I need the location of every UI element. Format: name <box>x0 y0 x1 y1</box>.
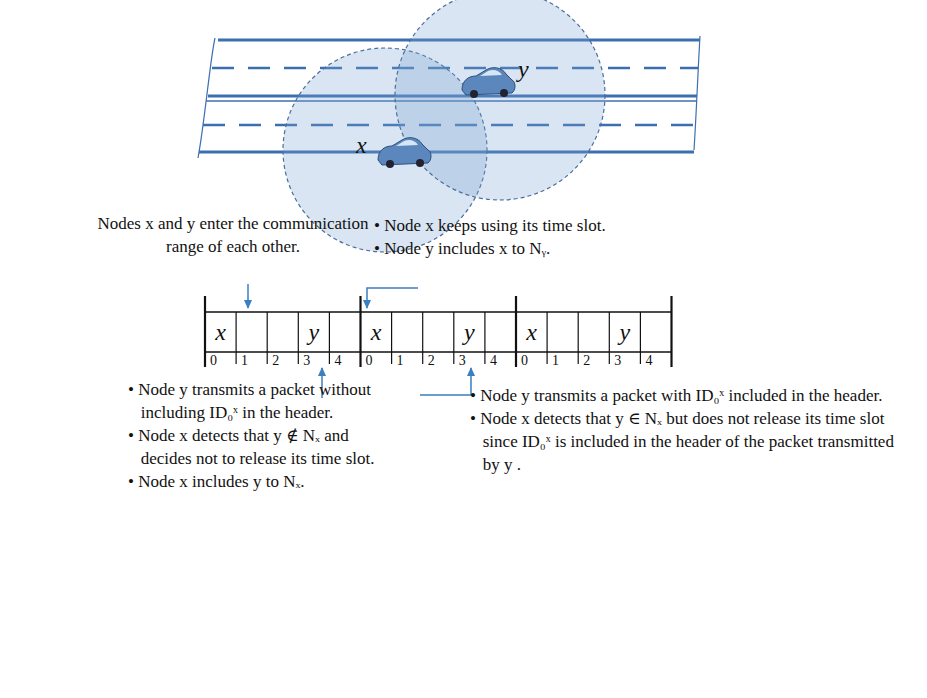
node-id: y <box>464 319 475 345</box>
node-id: x <box>215 319 226 345</box>
slot-number: 2 <box>428 353 435 369</box>
car-y <box>462 68 515 98</box>
annotation-note: Nodes x and y enter the communication ra… <box>92 212 374 258</box>
slot-number: 1 <box>241 353 248 369</box>
annotation-note: • Node y transmits a packet with ID₀ˣ in… <box>470 384 903 407</box>
vehicle-label: x <box>356 132 367 158</box>
node-id: x <box>371 319 382 345</box>
annotation-note: • Node x detects that y ∈ Nₓ but does no… <box>470 407 903 476</box>
slot-number: 4 <box>645 353 652 369</box>
slot-number: 3 <box>459 353 466 369</box>
time-slot: y <box>298 312 329 352</box>
slot-number: 3 <box>303 353 310 369</box>
node-id: x <box>526 319 537 345</box>
time-slot: x <box>516 312 547 352</box>
slot-number: 0 <box>210 353 217 369</box>
slot-number: 1 <box>397 353 404 369</box>
slot-number: 4 <box>490 353 497 369</box>
annotation-note: • Node x detects that y ∉ Nₓ and decides… <box>128 424 403 470</box>
time-slot: x <box>205 312 236 352</box>
slot-number: 2 <box>272 353 279 369</box>
slot-number: 3 <box>614 353 621 369</box>
slot-number: 0 <box>366 353 373 369</box>
annotation-note: • Node y transmits a packet without incl… <box>128 378 403 424</box>
node-id: y <box>309 319 320 345</box>
annotation-note: • Node y includes x to Nᵧ. <box>374 237 717 260</box>
annotation-note: • Node x includes y to Nₓ. <box>128 470 403 493</box>
range-circle <box>395 0 605 200</box>
vehicle-label: y <box>518 56 529 82</box>
slot-number: 1 <box>552 353 559 369</box>
time-slot: y <box>609 312 640 352</box>
time-slot: x <box>361 312 392 352</box>
car-x <box>378 138 431 168</box>
slot-number: 4 <box>334 353 341 369</box>
node-id: y <box>620 319 631 345</box>
time-slot: y <box>454 312 485 352</box>
slot-number: 2 <box>583 353 590 369</box>
slot-number: 0 <box>521 353 528 369</box>
annotation-note: • Node x keeps using its time slot. <box>374 214 717 237</box>
